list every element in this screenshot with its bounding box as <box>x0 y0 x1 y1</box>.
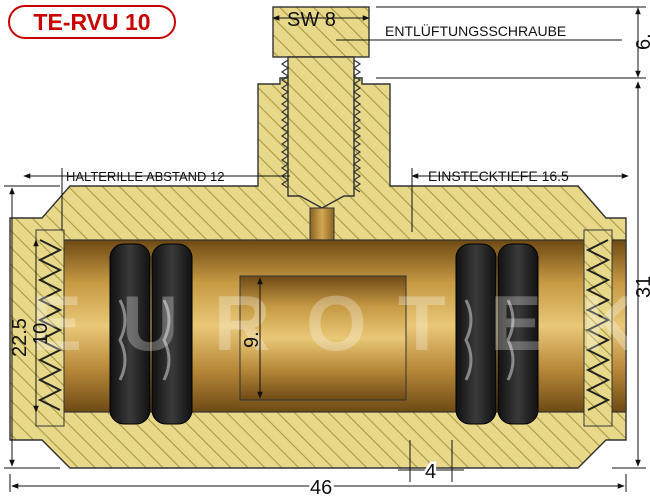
ring-spacing-label: 4 <box>425 461 436 483</box>
center-bore <box>239 275 407 401</box>
overall-length-label: 46 <box>310 477 332 496</box>
screw-threads <box>280 59 362 193</box>
watermark-letter: O <box>306 279 367 367</box>
pipe-diameter-label: 10 <box>30 323 52 345</box>
product-code-badge: TE-RVU 10 <box>8 5 176 39</box>
right-seal-group <box>455 243 539 425</box>
bore-label: 9. <box>241 331 263 348</box>
screw-label: ENTLÜFTUNGSSCHRAUBE <box>385 22 566 39</box>
left-grip-ring <box>35 229 65 427</box>
sw-label: SW 8 <box>287 9 336 31</box>
watermark-letter: E <box>490 279 542 367</box>
overall-height-label: 31 <box>633 276 650 298</box>
outer-diameter-label: 22.5 <box>9 318 31 357</box>
depth-label: EINSTECKTIEFE 16.5 <box>428 168 569 184</box>
watermark-letter: R <box>214 279 270 367</box>
screw-height-label: 6. <box>633 33 650 50</box>
watermark-letter: U <box>122 279 178 367</box>
groove-label: HALTERILLE ABSTAND 12 <box>66 169 224 184</box>
watermark-letter: K <box>582 279 638 367</box>
left-seal-group <box>109 243 193 425</box>
left-seal-inner-b <box>151 243 193 425</box>
watermark-letter: T <box>398 279 446 367</box>
vent-screw-shank <box>287 56 355 209</box>
right-grip-ring <box>583 229 613 427</box>
